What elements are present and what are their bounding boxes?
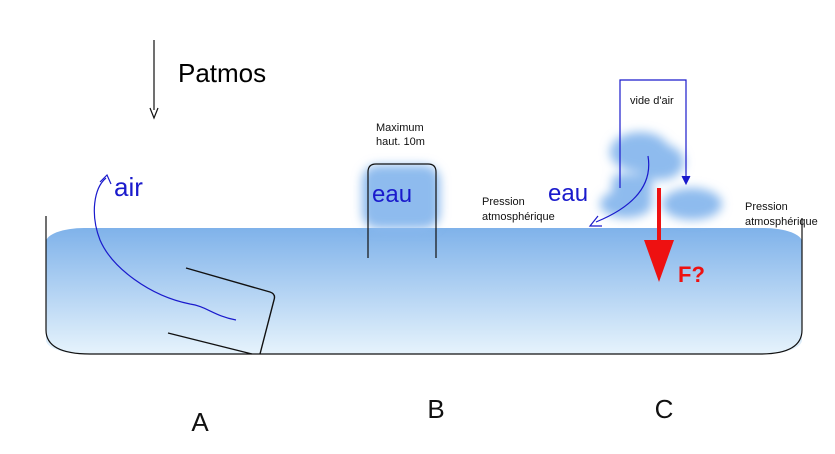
max-height-label-2: haut. 10m: [376, 136, 425, 148]
max-height-label-1: Maximum: [376, 122, 424, 134]
red-arrow-down-icon: [644, 188, 674, 282]
patmos-label: Patmos: [178, 58, 266, 88]
arrow-down-icon: [149, 40, 159, 120]
vide-label: vide d'air: [630, 95, 674, 107]
air-path-curve: [93, 177, 237, 321]
inverted-tube: [367, 163, 437, 258]
force-label: F?: [678, 262, 705, 287]
eau-label-b: eau: [372, 181, 412, 208]
pression-label-left-1: Pression: [482, 196, 525, 208]
basin-outline: [45, 216, 803, 355]
water-in-tube: [362, 165, 440, 229]
pression-label-right-1: Pression: [745, 201, 788, 213]
air-arrow-icon: [99, 173, 112, 185]
section-label-c: C: [655, 394, 674, 424]
tilted-container: [167, 267, 276, 355]
pression-label-left-2: atmosphérique: [482, 211, 555, 223]
water-cloud: [600, 132, 722, 220]
vacuum-box: [619, 79, 687, 188]
section-label-a: A: [191, 407, 209, 437]
pression-label-right-2: atmosphérique: [745, 216, 818, 228]
section-label-b: B: [427, 394, 444, 424]
flow-arrow-icon: [588, 215, 602, 227]
water-basin: [46, 228, 802, 354]
vacuum-arrow-icon: [681, 175, 691, 186]
eau-label-c: eau: [548, 180, 588, 207]
flow-curve: [595, 155, 650, 223]
air-label: air: [114, 172, 143, 202]
